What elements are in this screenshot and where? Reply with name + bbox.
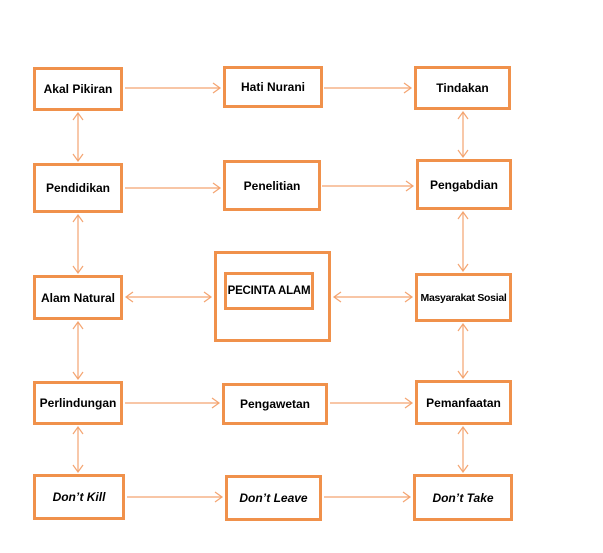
node-hati-nurani: Hati Nurani xyxy=(223,66,323,108)
pecinta-alam-inner-box: PECINTA ALAM xyxy=(224,272,314,310)
node-tindakan: Tindakan xyxy=(414,66,511,110)
node-label: Pendidikan xyxy=(45,181,110,195)
node-label: Don’t Take xyxy=(432,490,494,505)
node-label: Alam Natural xyxy=(40,290,116,305)
node-label: Pengabdian xyxy=(429,177,498,192)
node-label: Don’t Kill xyxy=(52,490,106,504)
node-pengawetan: Pengawetan xyxy=(222,383,328,425)
node-label: Hati Nurani xyxy=(240,80,305,94)
node-dont-leave: Don’t Leave xyxy=(225,475,322,521)
node-label: Tindakan xyxy=(436,81,489,95)
node-penelitian: Penelitian xyxy=(223,160,321,211)
node-dont-kill: Don’t Kill xyxy=(33,474,125,520)
node-label: Perlindungan xyxy=(39,396,117,410)
node-pecinta-alam: PECINTA ALAM xyxy=(214,251,331,342)
node-pendidikan: Pendidikan xyxy=(33,163,123,213)
node-masyarakat-sosial: Masyarakat Sosial xyxy=(415,273,512,322)
node-label: Pemanfaatan xyxy=(426,395,501,410)
node-dont-take: Don’t Take xyxy=(413,474,513,521)
node-label: PECINTA ALAM xyxy=(227,285,311,297)
node-label: Penelitian xyxy=(243,178,301,193)
node-label: Masyarakat Sosial xyxy=(420,291,507,304)
node-pengabdian: Pengabdian xyxy=(416,159,512,210)
node-akal-pikiran: Akal Pikiran xyxy=(33,67,123,111)
node-pemanfaatan: Pemanfaatan xyxy=(415,380,512,425)
node-alam-natural: Alam Natural xyxy=(33,275,123,320)
node-label: Don’t Leave xyxy=(239,491,308,505)
node-label: Pengawetan xyxy=(239,397,311,411)
node-perlindungan: Perlindungan xyxy=(33,381,123,425)
node-label: Akal Pikiran xyxy=(43,82,113,96)
